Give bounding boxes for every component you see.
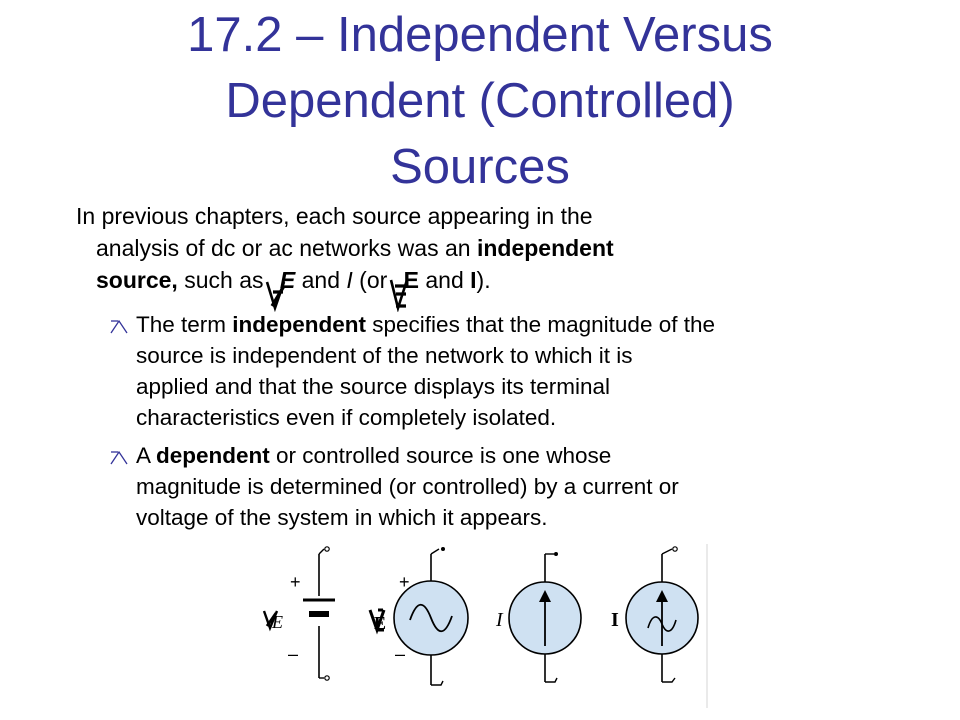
slide-title: 17.2 – Independent Versus Dependent (Con…	[0, 2, 960, 200]
title-line-1: 17.2 – Independent Versus	[187, 8, 773, 62]
ac-current-source-icon: I	[611, 546, 699, 683]
bullet-line: A dependent or controlled source is one …	[136, 440, 910, 471]
label-i-phasor: I	[611, 609, 619, 631]
minus-sign: –	[288, 644, 298, 664]
intro-paragraph: In previous chapters, each source appear…	[76, 200, 856, 312]
bullet-line: voltage of the system in which it appear…	[136, 505, 548, 530]
intro-emphasis-source: source,	[96, 267, 178, 293]
bullet-text: specifies that the magnitude of the	[366, 312, 716, 337]
intro-text: ).	[476, 267, 491, 293]
list-item: The term independent specifies that the …	[110, 309, 910, 433]
label-e-phasor: E	[374, 613, 386, 633]
intro-line-2: analysis of dc or ac networks was an ind…	[76, 232, 856, 264]
symbol-i: I	[346, 267, 353, 293]
intro-line-3: source, such as E and I (or E and I).	[76, 264, 856, 312]
bullet-text: or controlled source is one whose	[269, 443, 612, 468]
label-e: E	[271, 612, 283, 632]
bullet-text: The term	[136, 312, 233, 337]
bullet-emphasis: independent	[232, 312, 367, 337]
bullet-line: magnitude is determined (or controlled) …	[136, 474, 679, 499]
bullet-text: A	[136, 443, 157, 468]
title-line-2: Dependent (Controlled)	[225, 74, 735, 128]
intro-text: analysis of dc or ac networks was an	[96, 235, 477, 261]
intro-text: (or	[352, 267, 394, 293]
label-i: I	[495, 609, 504, 631]
phasor-i: I	[470, 267, 477, 293]
list-item: A dependent or controlled source is one …	[110, 440, 910, 533]
intro-text: and	[295, 267, 347, 293]
intro-emphasis-independent: independent	[476, 235, 614, 261]
ac-voltage-source-icon: + – E	[368, 547, 469, 686]
bullet-line: The term independent specifies that the …	[136, 309, 910, 340]
intro-text: and	[419, 267, 471, 293]
bullet-emphasis: dependent	[156, 443, 270, 468]
bullet-line: source is independent of the network to …	[136, 343, 633, 368]
bullet-line: applied and that the source displays its…	[136, 374, 611, 399]
dc-voltage-source-icon: + – E	[262, 546, 335, 681]
bullet-dependent: A dependent or controlled source is one …	[110, 440, 910, 533]
intro-text: such as	[177, 267, 270, 293]
dc-current-source-icon: I	[495, 552, 582, 683]
bullet-line: characteristics even if completely isola…	[136, 405, 557, 430]
bullet-independent: The term independent specifies that the …	[110, 309, 910, 433]
intro-line-1: In previous chapters, each source appear…	[76, 203, 593, 229]
bullet-icon	[110, 450, 128, 465]
source-symbols-diagram: + – E + – E I I	[262, 544, 708, 708]
plus-sign: +	[290, 572, 301, 592]
title-line-3: Sources	[390, 140, 570, 194]
bullet-icon	[110, 319, 128, 334]
minus-sign: –	[395, 644, 405, 664]
plus-sign: +	[399, 572, 410, 592]
